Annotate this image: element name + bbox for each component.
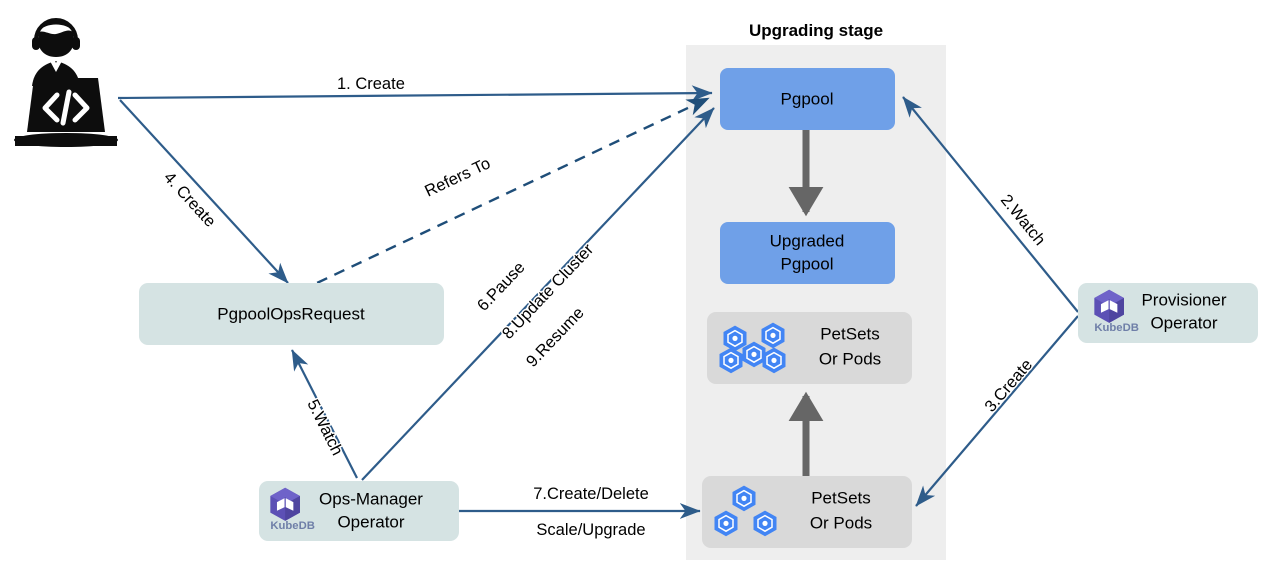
- user-hair-icon: [39, 24, 73, 35]
- node-ops-manager-operator-line2: Operator: [337, 512, 404, 531]
- node-upgraded-pgpool-line1: Upgraded: [770, 231, 845, 250]
- edge-7-create-delete-label: 7.Create/Delete: [533, 485, 649, 503]
- node-petsets-bottom[interactable]: PetSets Or Pods: [702, 476, 912, 548]
- node-petsets-bottom-line2: Or Pods: [810, 513, 872, 532]
- edge-2-watch-label: 2.Watch: [997, 191, 1049, 249]
- headset-band-icon: [34, 18, 78, 41]
- user-developer-icon: [14, 18, 118, 147]
- node-pgpool-ops-request[interactable]: PgpoolOpsRequest: [139, 283, 444, 345]
- node-pgpool-label: Pgpool: [781, 89, 834, 108]
- edge-ops-to-pgpool-line: [361, 107, 715, 481]
- code-glyph-right-icon: [72, 92, 90, 123]
- edge-5-watch-line: [291, 349, 358, 479]
- edge-1-create-label: 1. Create: [337, 75, 405, 93]
- node-petsets-top-line1: PetSets: [820, 324, 880, 343]
- edge-3-create-line: [915, 315, 1079, 507]
- edge-7-scale-upgrade-label: Scale/Upgrade: [536, 521, 645, 539]
- upgrading-stage-title: Upgrading stage: [749, 21, 883, 40]
- node-upgraded-pgpool-box: [720, 222, 895, 284]
- edge-refers-to-line: [299, 96, 710, 293]
- node-provisioner-operator-line1: Provisioner: [1141, 290, 1226, 309]
- headset-ear-left-icon: [32, 37, 40, 50]
- edge-3-create-label: 3.Create: [981, 356, 1036, 416]
- kubedb-logo-ops-manager: KubeDB: [270, 487, 315, 532]
- kubedb-logo-text: KubeDB: [270, 520, 315, 532]
- code-glyph-left-icon: [42, 92, 60, 123]
- node-provisioner-operator-line2: Operator: [1150, 313, 1217, 332]
- node-pgpool-ops-request-label: PgpoolOpsRequest: [217, 304, 365, 323]
- laptop-base-shadow-icon: [14, 133, 118, 147]
- edge-4-create-line: [119, 99, 289, 284]
- node-ops-manager-operator-line1: Ops-Manager: [319, 489, 423, 508]
- code-glyph-slash-icon: [60, 89, 72, 126]
- edge-2-watch-line: [902, 96, 1079, 313]
- node-petsets-top[interactable]: PetSets Or Pods: [707, 312, 912, 384]
- headset-ear-right-icon: [72, 37, 80, 50]
- node-provisioner-operator[interactable]: KubeDB Provisioner Operator: [1078, 283, 1258, 343]
- node-pgpool-box: [720, 68, 895, 130]
- kubedb-logo-provisioner: KubeDB: [1094, 289, 1139, 334]
- kubedb-logo-text: KubeDB: [1094, 322, 1139, 334]
- node-upgraded-pgpool[interactable]: Upgraded Pgpool: [720, 222, 895, 284]
- node-petsets-bottom-line1: PetSets: [811, 488, 871, 507]
- upgrading-stage-panel: [686, 45, 946, 560]
- node-upgraded-pgpool-line2: Pgpool: [781, 254, 834, 273]
- node-pgpool[interactable]: Pgpool: [720, 68, 895, 130]
- node-petsets-top-box: [707, 312, 912, 384]
- node-pgpool-ops-request-box: [139, 283, 444, 345]
- edge-1-create-line: [117, 85, 713, 102]
- node-ops-manager-operator-box: [259, 481, 459, 541]
- edge-5-watch-label: 5.Watch: [303, 397, 346, 459]
- node-petsets-top-line2: Or Pods: [819, 349, 881, 368]
- user-collar-icon: [50, 59, 62, 72]
- node-ops-manager-operator[interactable]: KubeDB Ops-Manager Operator: [259, 481, 459, 541]
- edge-8-update-cluster-label: 8.Update Cluster: [499, 240, 598, 343]
- edge-refers-to-label: Refers To: [422, 154, 493, 200]
- node-petsets-bottom-box: [702, 476, 912, 548]
